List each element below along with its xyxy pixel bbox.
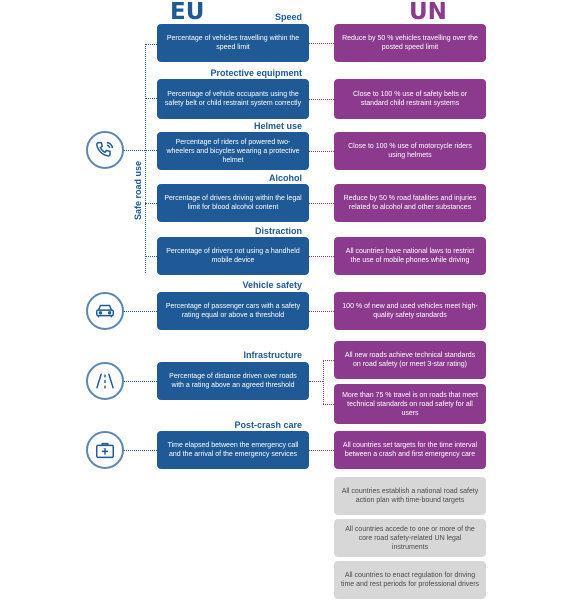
connector-infrastructure-top [323,360,334,361]
section-title-protective-equipment: Protective equipment [210,68,302,78]
connector-infrastructure [309,381,323,382]
car-icon [96,304,114,318]
infrastructure-connector [124,381,157,382]
un-box-alcohol: Reduce by 50 % road fatalities and injur… [334,184,486,222]
connector-distraction [309,256,334,257]
connector-infrastructure-split [323,360,324,404]
grey-box-driving-time: All countries to enact regulation for dr… [334,561,486,599]
connector-alcohol [309,203,334,204]
un-box-infrastructure-new-roads: All new roads achieve technical standard… [334,341,486,379]
safe-road-use-connector [124,150,145,151]
section-title-post-crash-care: Post-crash care [234,420,302,430]
section-title-vehicle-safety: Vehicle safety [242,280,302,290]
vehicle-safety-icon-circle [86,292,124,330]
road-icon [96,373,114,389]
first-aid-kit-icon [96,442,114,459]
un-box-vehicle-safety: 100 % of new and used vehicles meet high… [334,292,486,330]
infrastructure-icon-circle [86,362,124,400]
eu-box-infrastructure: Percentage of distance driven over roads… [157,362,309,400]
bracket-tick-protective [145,98,157,99]
section-title-speed: Speed [274,12,302,22]
connector-helmet-use [309,151,334,152]
un-box-post-crash-care: All countries set targets for the time i… [334,431,486,469]
bracket-tick-alcohol [145,203,157,204]
un-header: UN [409,0,447,25]
connector-speed [309,43,334,44]
eu-box-alcohol: Percentage of drivers driving within the… [157,184,309,222]
section-title-alcohol: Alcohol [269,173,302,183]
eu-box-post-crash-care: Time elapsed between the emergency call … [157,431,309,469]
bracket-tick-distraction [145,256,157,257]
connector-infrastructure-bottom [323,404,334,405]
eu-header: EU [170,0,205,25]
un-box-speed: Reduce by 50 % vehicles travelling over … [334,24,486,62]
safe-road-use-label: Safe road use [133,160,143,220]
section-title-infrastructure: Infrastructure [243,350,302,360]
un-box-distraction: All countries have national laws to rest… [334,237,486,275]
safe-road-use-bracket [145,44,146,273]
section-title-helmet-use: Helmet use [253,121,302,131]
phone-steering-wheel-icon [96,141,114,157]
un-box-helmet-use: Close to 100 % use of motorcycle riders … [334,132,486,170]
grey-box-legal-instruments: All countries accede to one or more of t… [334,519,486,557]
eu-box-vehicle-safety: Percentage of passenger cars with a safe… [157,292,309,330]
un-box-infrastructure-travel: More than 75 % travel is on roads that m… [334,384,486,424]
grey-box-action-plan: All countries establish a national road … [334,477,486,515]
eu-box-helmet-use: Percentage of riders of powered two-whee… [157,132,309,170]
section-title-distraction: Distraction [254,226,302,236]
safe-road-use-icon-circle [86,131,124,169]
connector-post-crash-care [309,450,334,451]
bracket-tick-helmet [145,150,157,151]
connector-protective-equipment [309,99,334,100]
bracket-tick-speed [145,44,157,45]
post-crash-care-connector [124,450,157,451]
connector-vehicle-safety [309,311,334,312]
eu-box-distraction: Percentage of drivers not using a handhe… [157,237,309,275]
eu-box-speed: Percentage of vehicles travelling within… [157,24,309,62]
eu-box-protective-equipment: Percentage of vehicle occupants using th… [157,79,309,119]
post-crash-care-icon-circle [86,431,124,469]
un-box-protective-equipment: Close to 100 % use of safety belts or st… [334,79,486,119]
vehicle-safety-connector [124,311,157,312]
